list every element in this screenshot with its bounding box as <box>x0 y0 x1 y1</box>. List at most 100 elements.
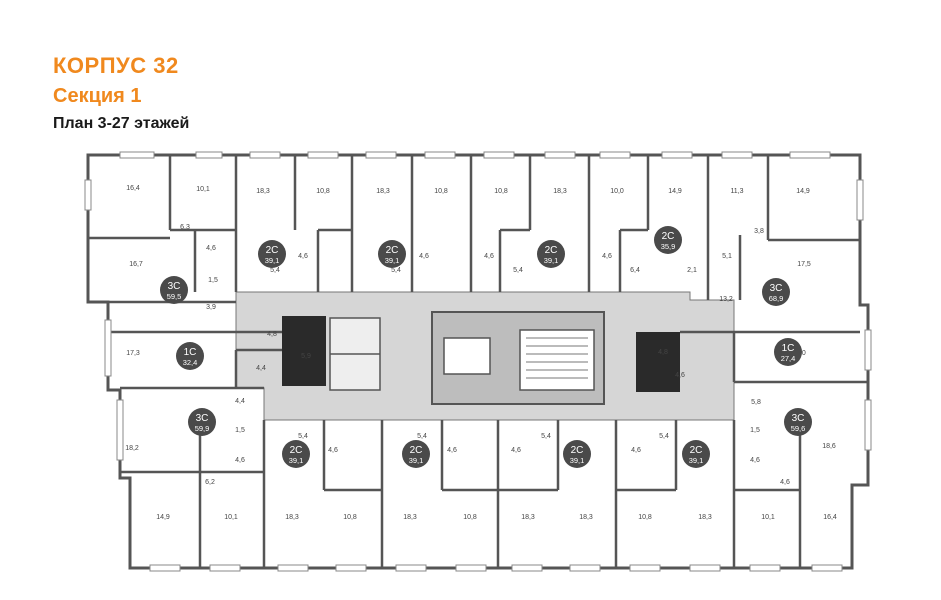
apartment-type: 2С <box>662 231 675 242</box>
badge-circle <box>774 338 802 366</box>
room-area-label: 6,2 <box>205 479 215 486</box>
room-area-label: 3,9 <box>206 304 216 311</box>
room-area-label: 5,8 <box>751 399 761 406</box>
apartment-badges: 2С39,12С39,12С39,12С35,93С59,53С68,91С32… <box>160 226 812 468</box>
room-area-label: 18,3 <box>553 188 567 195</box>
badge-circle <box>402 440 430 468</box>
room-area-label: 18,3 <box>579 514 593 521</box>
room-area-label: 4,6 <box>750 457 760 464</box>
room-area-label: 4,6 <box>484 253 494 260</box>
room-area-label: 4,6 <box>447 447 457 454</box>
room-area-label: 4,6 <box>511 447 521 454</box>
room-area-label: 4,6 <box>675 372 685 379</box>
room-area-label: 5,1 <box>722 253 732 260</box>
room-area-label: 11,3 <box>730 188 743 195</box>
room-area-labels: 16,4 10,1 18,3 10,8 18,3 10,8 10,8 18,3 10,0 14,9… <box>125 185 837 521</box>
badge-circle <box>188 408 216 436</box>
building-title: КОРПУС 32 <box>53 53 179 78</box>
apartment-area: 35,9 <box>661 242 676 251</box>
apartment-area: 39,1 <box>385 256 400 265</box>
room-area-label: 10,8 <box>343 514 357 521</box>
apartment-area: 59,5 <box>167 292 182 301</box>
room-area-label: 10,8 <box>316 188 330 195</box>
apartment-type: 2С <box>571 445 584 456</box>
apartment-area: 68,9 <box>769 294 784 303</box>
apartment-type: 1С <box>184 347 197 358</box>
shaft-left <box>282 316 326 386</box>
room-area-label: 10,8 <box>434 188 448 195</box>
stairwell <box>519 329 595 391</box>
apartment-area: 59,9 <box>195 424 210 433</box>
apartment-area: 32,4 <box>183 358 198 367</box>
room-area-label: 4,8 <box>267 331 277 338</box>
room-area-label: 4,6 <box>235 457 245 464</box>
room-area-label: 18,3 <box>376 188 390 195</box>
room-area-label: 18,3 <box>521 514 535 521</box>
apartment-type: 3С <box>792 413 805 424</box>
apartment-type: 2С <box>266 245 279 256</box>
badge-circle <box>160 276 188 304</box>
apartment-type: 2С <box>290 445 303 456</box>
apartment-area: 39,1 <box>409 456 424 465</box>
stair-steps <box>526 337 588 379</box>
room-area-label: 4,6 <box>631 447 641 454</box>
room-area-label: 1,5 <box>750 427 760 434</box>
apartment-area: 39,1 <box>544 256 559 265</box>
room-area-label: 4,6 <box>419 253 429 260</box>
room-area-label: 4,6 <box>780 479 790 486</box>
lift-cabin <box>443 337 491 375</box>
room-area-label: 10,8 <box>494 188 508 195</box>
room-area-label: 5,4 <box>298 433 308 440</box>
room-area-label: 5,4 <box>513 267 523 274</box>
room-area-label: 18,6 <box>822 443 836 450</box>
section-title: Секция 1 <box>53 85 142 107</box>
room-area-label: 14,9 <box>156 514 170 521</box>
room-area-label: 4,6 <box>206 245 216 252</box>
apartment-area: 39,1 <box>265 256 280 265</box>
room-area-label: 14,9 <box>668 188 682 195</box>
apartment-type: 1С <box>782 343 795 354</box>
room-area-label: 3,8 <box>754 228 764 235</box>
room-area-label: 5,4 <box>391 267 401 274</box>
room-area-label: 6,4 <box>630 267 640 274</box>
room-area-label: 5,9 <box>301 353 311 360</box>
room-area-label: 4,8 <box>658 349 668 356</box>
room-area-label: 1,5 <box>208 277 218 284</box>
apartment-area: 27,4 <box>781 354 796 363</box>
room-area-label: 10,8 <box>638 514 652 521</box>
badge-circle <box>258 240 286 268</box>
room-area-label: 18,3 <box>256 188 270 195</box>
apartment-type: 2С <box>690 445 703 456</box>
room-area-label: 18,3 <box>403 514 417 521</box>
apartment-type: 2С <box>386 245 399 256</box>
room-area-label: 4,6 <box>298 253 308 260</box>
room-area-label: 4,4 <box>256 365 266 372</box>
room-area-label: 16,4 <box>823 514 837 521</box>
room-area-label: 10,1 <box>196 186 210 193</box>
apartment-area: 39,1 <box>289 456 304 465</box>
shaft-right <box>636 332 680 392</box>
room-area-label: 5,4 <box>270 267 280 274</box>
apartment-type: 3С <box>196 413 209 424</box>
room-area-label: 10,0 <box>610 188 624 195</box>
room-area-label: 10,1 <box>761 514 775 521</box>
room-area-label: 10,8 <box>463 514 477 521</box>
badge-circle <box>563 440 591 468</box>
room-area-label: 5,4 <box>659 433 669 440</box>
room-area-label: 18,2 <box>125 445 139 452</box>
apartment-area: 39,1 <box>689 456 704 465</box>
